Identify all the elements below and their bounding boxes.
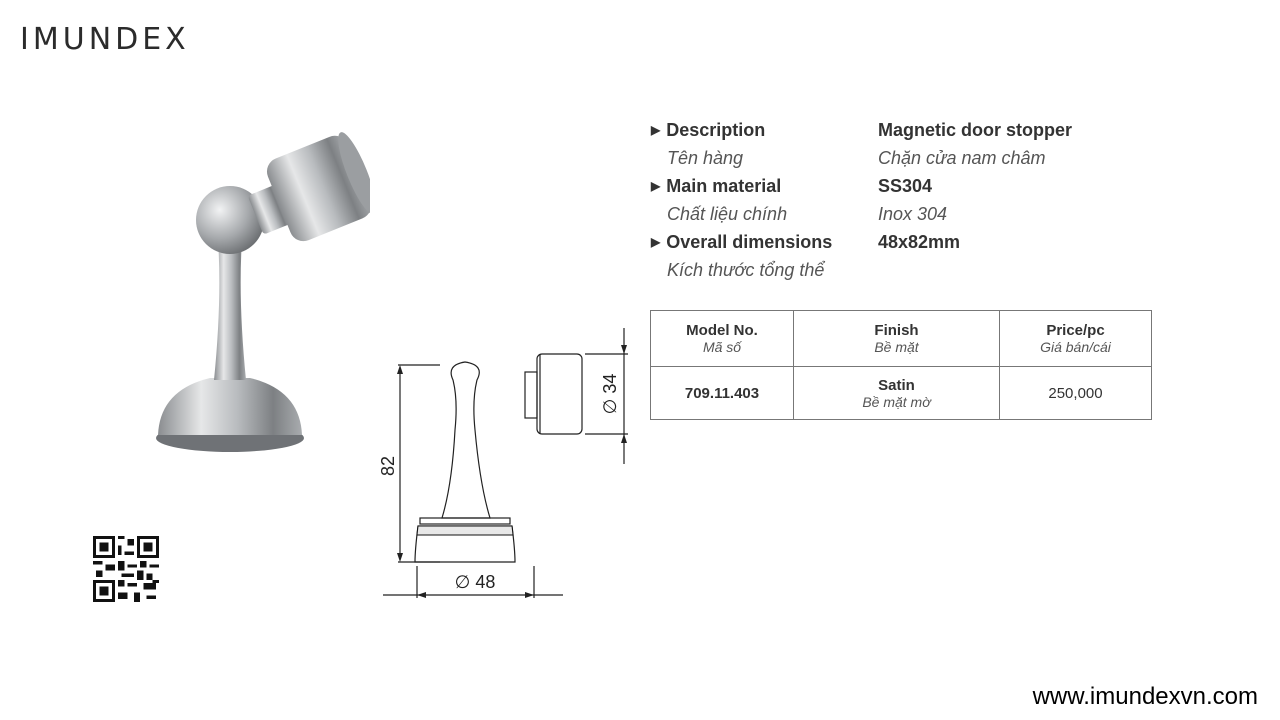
spec-value: Magnetic door stopper — [878, 120, 1073, 140]
qr-code-icon — [93, 536, 159, 602]
technical-drawing: 82 ∅ 48 ∅ 34 — [380, 328, 628, 598]
height-dimension-label: 82 — [380, 456, 398, 476]
triangle-right-icon: ▶ — [651, 179, 661, 193]
header-model: Model No.Mã số — [650, 310, 794, 367]
brand-logo: IMUNDEX — [20, 22, 190, 57]
base-diameter-label: ∅ 48 — [455, 572, 496, 592]
spec-value: Inox 304 — [878, 204, 948, 224]
spec-label: Main material — [666, 176, 782, 196]
spec-value: 48x82mm — [878, 232, 961, 252]
product-photo — [156, 132, 370, 452]
triangle-right-icon: ▶ — [651, 123, 661, 137]
cell-model-number: 709.11.403 — [650, 366, 794, 420]
spec-label: Description — [666, 120, 766, 140]
spec-value: SS304 — [878, 176, 933, 196]
spec-label: Tên hàng — [667, 148, 744, 168]
spec-label: Chất liệu chính — [667, 204, 788, 224]
spec-label: Overall dimensions — [666, 232, 833, 252]
triangle-right-icon: ▶ — [651, 235, 661, 249]
head-diameter-label: ∅ 34 — [600, 374, 620, 415]
cell-price: 250,000 — [999, 366, 1152, 420]
spec-label: Kích thước tổng thể — [667, 260, 825, 280]
spec-value: Chặn cửa nam châm — [878, 148, 1046, 168]
website-url: www.imundexvn.com — [1032, 683, 1258, 710]
